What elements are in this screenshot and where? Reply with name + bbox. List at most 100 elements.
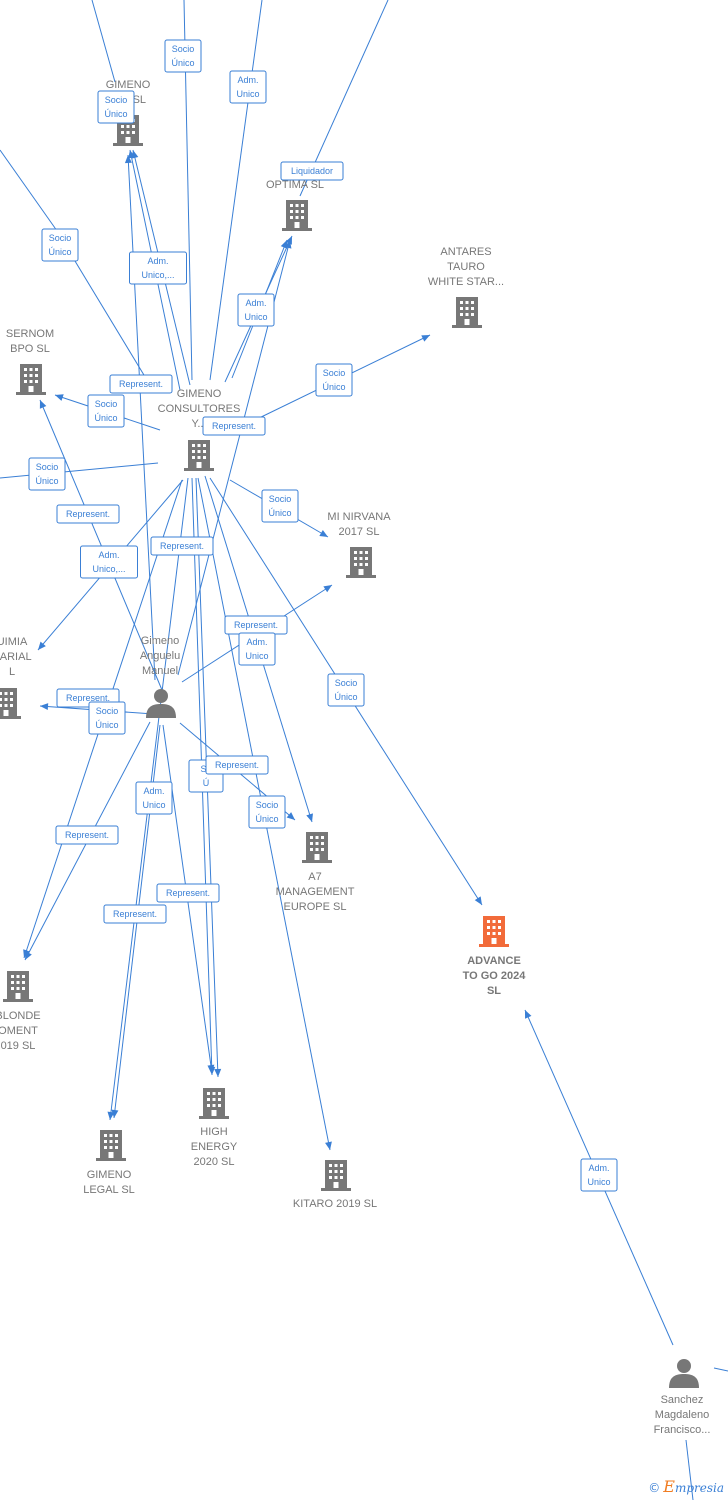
edge-role-label[interactable]: Adm.Unico,...: [80, 545, 138, 579]
empresia-logo[interactable]: ©Empresia: [648, 1477, 724, 1496]
edge-role-text: Represent.: [66, 509, 110, 519]
edge-role-label[interactable]: Adm.Unico: [237, 293, 275, 327]
edge-role-text: Adm.: [147, 256, 168, 266]
building-icon: [302, 832, 332, 863]
edge-line: [91, 0, 116, 83]
edge-role-text: Represent.: [65, 830, 109, 840]
edge-role-text: Socio: [335, 678, 358, 688]
company-node-sernom[interactable]: SERNOM BPO SL: [6, 328, 54, 395]
edge-role-label[interactable]: Adm.Unico: [580, 1158, 618, 1192]
edge-role-label[interactable]: Represent.: [103, 904, 167, 924]
edge-role-label[interactable]: Liquidador: [280, 161, 344, 181]
edge-role-text: Único: [94, 413, 117, 423]
edge-role-label[interactable]: Represent.: [55, 825, 119, 845]
edge-role-label-box: [129, 251, 187, 285]
edge-role-text: Socio: [256, 800, 279, 810]
edge-line: [685, 1439, 694, 1500]
edge-role-text: Unico: [587, 1177, 610, 1187]
edge-line: [713, 1367, 728, 1372]
edge-role-text: Único: [48, 247, 71, 257]
edge-arrowhead: [474, 896, 482, 905]
company-node-quimia[interactable]: UIMIASARIALL: [0, 636, 32, 719]
node-label-line: BPO SL: [10, 343, 50, 355]
node-label-line: MANAGEMENT: [276, 886, 355, 898]
edge-role-label[interactable]: Represent.: [205, 755, 269, 775]
edge-role-label-box: [156, 883, 220, 903]
edge-role-label[interactable]: Represent.: [202, 416, 266, 436]
edge-role-text: Socio: [96, 706, 119, 716]
edge-line: [127, 154, 156, 681]
company-node-kitaro[interactable]: KITARO 2019 SL: [293, 1160, 377, 1210]
edge-role-label[interactable]: Represent.: [156, 883, 220, 903]
node-label-line: SL: [487, 985, 501, 997]
edge-arrowhead: [306, 813, 313, 822]
building-icon: [0, 688, 21, 719]
edge-role-label[interactable]: Adm.Unico: [229, 70, 267, 104]
edge-role-label-box: [150, 536, 214, 556]
building-icon: [452, 297, 482, 328]
edge-role-label-box: [87, 394, 125, 428]
edge-role-label-box: [164, 39, 202, 73]
node-label-line: SERNOM: [6, 328, 54, 340]
edge-line: [39, 399, 163, 691]
edge-role-text: Adm.: [98, 550, 119, 560]
edge-role-text: Único: [35, 476, 58, 486]
edge-role-label[interactable]: Represent.: [109, 374, 173, 394]
edge-arrowhead: [323, 585, 332, 593]
node-label-line: 2017 SL: [339, 526, 380, 538]
node-label-line: Gimeno: [141, 635, 180, 647]
node-label-line: UIMIA: [0, 636, 28, 648]
edge-role-text: Socio: [49, 233, 72, 243]
edge-arrowhead: [39, 400, 47, 409]
edge-role-label[interactable]: Adm.Unico: [238, 632, 276, 666]
building-icon: [282, 200, 312, 231]
node-label-line: SARIAL: [0, 651, 32, 663]
edge-role-text: Socio: [36, 462, 59, 472]
node-label-line: TO GO 2024: [463, 970, 527, 982]
edge-role-label[interactable]: Represent.: [56, 504, 120, 524]
edge-role-label-box: [248, 795, 286, 829]
person-node-sanchez[interactable]: SanchezMagdalenoFrancisco...: [654, 1359, 711, 1436]
edge-role-text: Represent.: [215, 760, 259, 770]
edge-role-label[interactable]: Adm.Unico: [135, 781, 173, 815]
edge-role-label-box: [229, 70, 267, 104]
edge-role-label[interactable]: Adm.Unico,...: [129, 251, 187, 285]
edge-arrowhead: [280, 240, 288, 249]
node-label-line: Manuel: [142, 665, 178, 677]
edge-role-text: Único: [322, 382, 345, 392]
edge-role-text: Adm.: [143, 786, 164, 796]
copyright-symbol: ©: [648, 1481, 661, 1495]
edge-arrowhead: [319, 529, 328, 537]
node-label-line: EUROPE SL: [284, 901, 347, 913]
edge-role-text: Represent.: [212, 421, 256, 431]
edge-role-text: Adm.: [246, 637, 267, 647]
edge-role-label[interactable]: Represent.: [224, 615, 288, 635]
edge-arrowhead: [55, 394, 64, 401]
company-node-blonde[interactable]: BLONDEOMENT019 SL: [0, 971, 41, 1052]
edge-role-label-box: [56, 504, 120, 524]
node-label-line: 019 SL: [1, 1040, 36, 1052]
edge-role-text: Adm.: [245, 298, 266, 308]
node-label-line: BLONDE: [0, 1010, 41, 1022]
edge-role-text: Único: [334, 692, 357, 702]
edge-role-label[interactable]: Represent.: [150, 536, 214, 556]
edge-arrowhead: [40, 703, 49, 711]
